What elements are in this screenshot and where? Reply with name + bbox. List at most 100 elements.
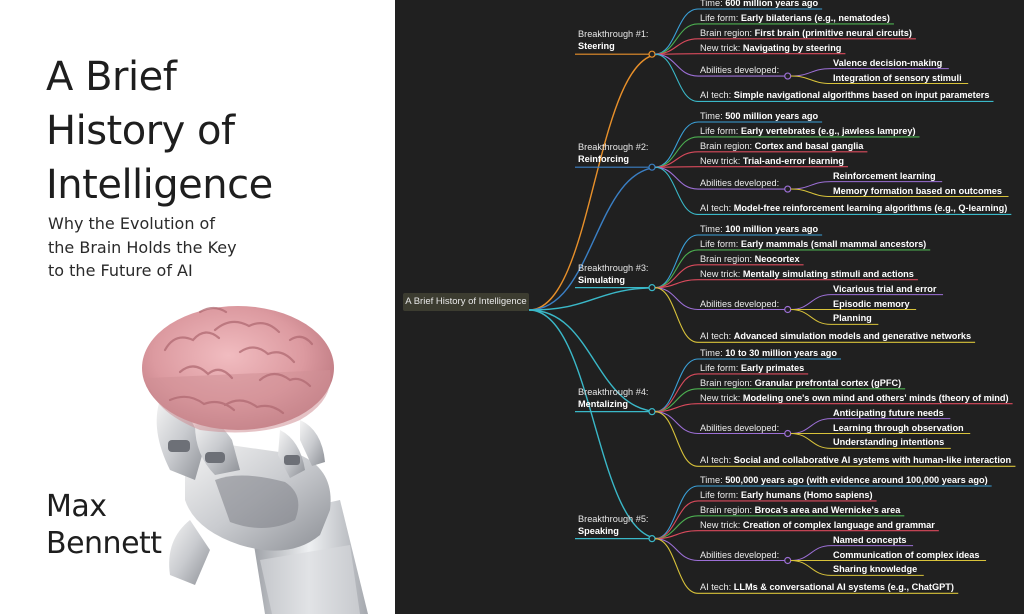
mind-map-item[interactable]: Time: 600 million years ago: [700, 0, 818, 9]
mind-map-item[interactable]: Life form: Early mammals (small mammal a…: [700, 239, 926, 250]
connector-line: [654, 538, 699, 562]
book-title-line: History of: [46, 108, 235, 154]
item-label: New trick:: [700, 519, 743, 530]
mind-map-item[interactable]: AI tech: Model-free reinforcement learni…: [700, 203, 1007, 214]
connector-line: [654, 411, 699, 467]
item-value: Early humans (Homo sapiens): [740, 489, 873, 500]
item-value: Granular prefrontal cortex (gPFC): [754, 377, 902, 388]
connector-line: [654, 53, 699, 55]
mind-map-item[interactable]: Time: 10 to 30 million years ago: [700, 348, 837, 359]
brain-robot-hand-illustration: [142, 306, 368, 614]
mind-map-root-node[interactable]: A Brief History of Intelligence: [403, 293, 529, 311]
item-label: Brain region:: [700, 27, 755, 38]
mind-map-item[interactable]: Life form: Early vertebrates (e.g., jawl…: [700, 126, 916, 137]
mind-map-item[interactable]: Abilities developed:: [700, 65, 779, 76]
connector-line: [654, 53, 699, 102]
breakthrough-node[interactable]: Breakthrough #5:Speaking: [578, 513, 649, 537]
connector-line: [654, 249, 699, 289]
mind-map-item[interactable]: Brain region: Broca's area and Wernicke'…: [700, 505, 900, 516]
breakthrough-name: Speaking: [578, 525, 619, 536]
item-value: Mentally simulating stimuli and actions: [742, 268, 914, 279]
mind-map-subitem[interactable]: Reinforcement learning: [833, 171, 936, 182]
item-value: Planning: [833, 313, 872, 324]
mind-map-item[interactable]: New trick: Modeling one's own mind and o…: [700, 393, 1009, 404]
collapse-toggle: [648, 408, 656, 416]
mind-map-item[interactable]: Abilities developed:: [700, 550, 779, 561]
mind-map-item[interactable]: AI tech: Social and collaborative AI sys…: [700, 455, 1011, 466]
connector-line: [654, 538, 699, 594]
mind-map-item[interactable]: New trick: Mentally simulating stimuli a…: [700, 269, 914, 280]
item-value: 100 million years ago: [725, 224, 819, 234]
mind-map-subitem[interactable]: Learning through observation: [833, 423, 964, 434]
mind-map-item[interactable]: Time: 500,000 years ago (with evidence a…: [700, 475, 988, 486]
item-value: Sharing knowledge: [833, 564, 918, 575]
mind-map-item[interactable]: Life form: Early humans (Homo sapiens): [700, 490, 873, 501]
item-value: Advanced simulation models and generativ…: [733, 331, 972, 342]
item-label: Abilities developed:: [700, 65, 780, 76]
connector-line: [790, 75, 832, 84]
breakthrough-number: Breakthrough #4:: [578, 386, 649, 397]
book-subtitle-line: Why the Evolution of: [48, 214, 215, 233]
item-label: AI tech:: [700, 331, 734, 342]
mind-map-item[interactable]: Time: 500 million years ago: [700, 111, 818, 122]
item-value: Communication of complex ideas: [833, 549, 980, 560]
connector-line: [528, 166, 661, 311]
mind-map-subitem[interactable]: Planning: [833, 313, 872, 324]
item-value: Early mammals (small mammal ancestors): [740, 238, 927, 249]
mind-map-subitem[interactable]: Integration of sensory stimuli: [833, 73, 962, 84]
mind-map-item[interactable]: Brain region: Neocortex: [700, 254, 800, 265]
item-value: Navigating by steering: [742, 42, 842, 53]
item-label: Life form:: [700, 489, 741, 500]
mind-map-item[interactable]: Abilities developed:: [700, 299, 779, 310]
connector-line: [528, 53, 661, 311]
breakthrough-node[interactable]: Breakthrough #1:Steering: [578, 28, 649, 52]
author-first-name: Max: [46, 489, 107, 524]
item-label: Life form:: [700, 12, 741, 23]
mind-map-subitem[interactable]: Understanding intentions: [833, 437, 944, 448]
connector-line: [654, 166, 699, 190]
mind-map-item[interactable]: New trick: Creation of complex language …: [700, 520, 935, 531]
item-value: 500 million years ago: [725, 111, 819, 121]
mind-map-item[interactable]: Brain region: Granular prefrontal cortex…: [700, 378, 901, 389]
mind-map-subitem[interactable]: Valence decision-making: [833, 58, 942, 69]
breakthrough-node[interactable]: Breakthrough #3:Simulating: [578, 262, 649, 286]
connector-line: [528, 309, 661, 413]
connector-line: [790, 560, 832, 576]
item-value: Simple navigational algorithms based on …: [733, 90, 990, 101]
mind-map-item[interactable]: Brain region: Cortex and basal ganglia: [700, 141, 863, 152]
connector-line: [654, 8, 699, 55]
mind-map-item[interactable]: Life form: Early primates: [700, 363, 804, 374]
breakthrough-number: Breakthrough #3:: [578, 262, 649, 273]
mind-map-item[interactable]: New trick: Navigating by steering: [700, 43, 841, 54]
mind-map-item[interactable]: AI tech: LLMs & conversational AI system…: [700, 582, 954, 593]
collapse-toggle: [784, 185, 792, 193]
mind-map-item[interactable]: AI tech: Simple navigational algorithms …: [700, 90, 990, 101]
breakthrough-node[interactable]: Breakthrough #2:Reinforcing: [578, 141, 649, 165]
mind-map-subitem[interactable]: Vicarious trial and error: [833, 284, 937, 295]
item-label: Brain region:: [700, 140, 755, 151]
mind-map-subitem[interactable]: Episodic memory: [833, 299, 910, 310]
mind-map-item[interactable]: AI tech: Advanced simulation models and …: [700, 331, 971, 342]
collapse-toggle: [784, 305, 792, 314]
mind-map-item[interactable]: Abilities developed:: [700, 178, 779, 189]
item-value: Vicarious trial and error: [833, 283, 937, 294]
connector-line: [654, 411, 699, 435]
connector-line: [790, 68, 832, 77]
item-label: Brain region:: [700, 253, 755, 264]
book-subtitle: Why the Evolution of the Brain Holds the…: [48, 212, 378, 283]
mind-map-item[interactable]: Life form: Early bilaterians (e.g., nema…: [700, 13, 890, 24]
breakthrough-node[interactable]: Breakthrough #4:Mentalizing: [578, 386, 649, 410]
mind-map-subitem[interactable]: Anticipating future needs: [833, 408, 944, 419]
item-value: Integration of sensory stimuli: [833, 72, 962, 83]
mind-map-item[interactable]: Time: 100 million years ago: [700, 224, 818, 235]
mind-map-subitem[interactable]: Named concepts: [833, 535, 907, 546]
mind-map-item[interactable]: Brain region: First brain (primitive neu…: [700, 28, 912, 39]
breakthrough-number: Breakthrough #1:: [578, 29, 649, 40]
item-value: Trial-and-error learning: [742, 155, 844, 166]
mind-map-item[interactable]: Abilities developed:: [700, 423, 779, 434]
mind-map-subitem[interactable]: Sharing knowledge: [833, 564, 917, 575]
mind-map-item[interactable]: New trick: Trial-and-error learning: [700, 156, 844, 167]
item-label: Abilities developed:: [700, 178, 780, 189]
mind-map-subitem[interactable]: Communication of complex ideas: [833, 550, 980, 561]
mind-map-subitem[interactable]: Memory formation based on outcomes: [833, 186, 1002, 197]
